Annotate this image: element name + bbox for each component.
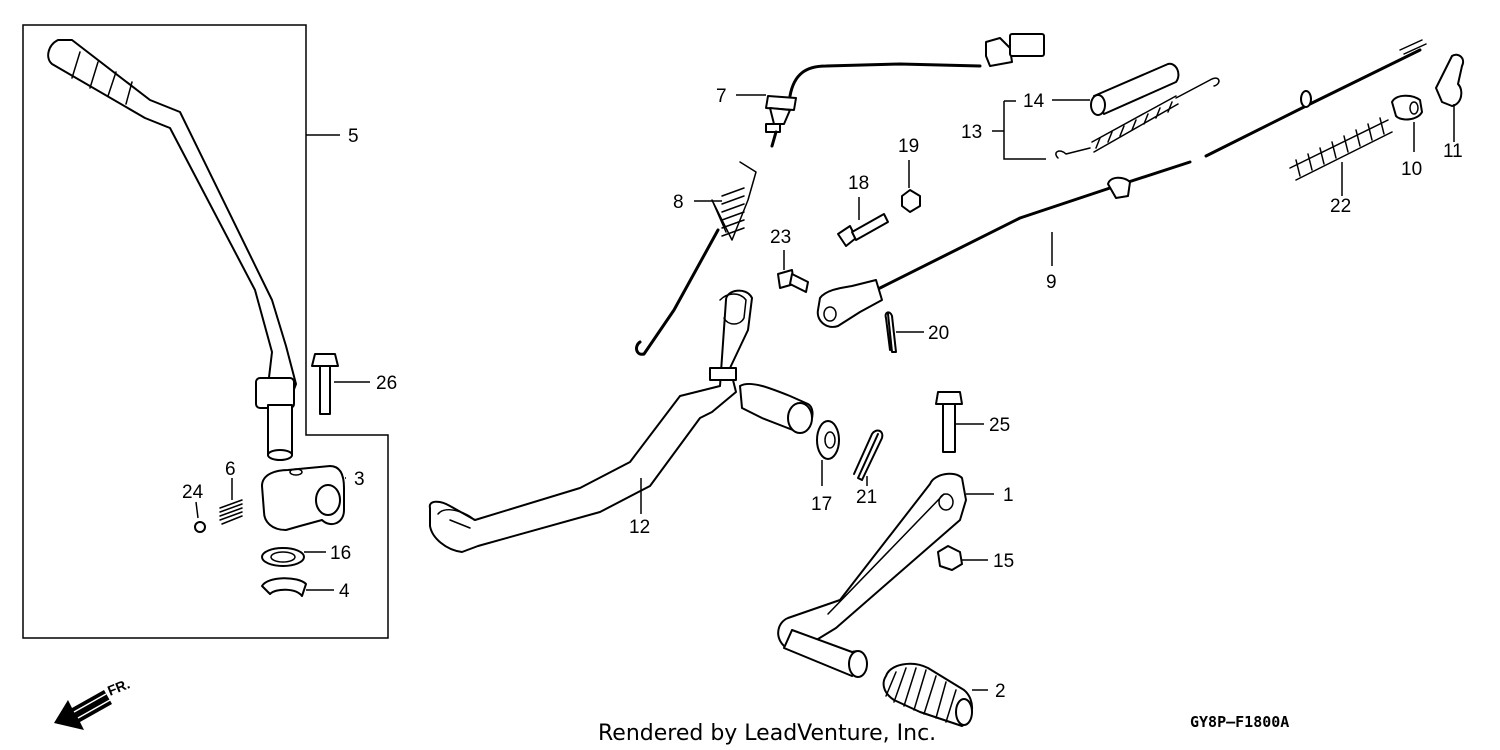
arrow-icon bbox=[54, 690, 112, 730]
part-17-washer[interactable] bbox=[816, 420, 840, 460]
callout-4: 4 bbox=[339, 581, 350, 602]
part-16-washer[interactable] bbox=[261, 547, 305, 567]
part-2-pedal-rubber[interactable] bbox=[882, 662, 973, 727]
part-22-spring[interactable] bbox=[1289, 117, 1393, 181]
callout-13: 13 bbox=[961, 122, 982, 143]
part-23-pin[interactable] bbox=[777, 269, 809, 293]
part-25-bolt[interactable] bbox=[935, 391, 963, 453]
part-19-nut[interactable] bbox=[901, 189, 921, 213]
callout-24: 24 bbox=[182, 482, 204, 503]
callout-7: 7 bbox=[716, 86, 727, 107]
part-14-sleeve[interactable] bbox=[1090, 62, 1180, 116]
part-13-spring[interactable] bbox=[1055, 77, 1220, 159]
front-direction-arrow: FR. bbox=[54, 675, 132, 730]
credit-text: Rendered by LeadVenture, Inc. bbox=[598, 721, 936, 746]
part-10-joint[interactable] bbox=[1391, 94, 1423, 121]
callout-15: 15 bbox=[993, 551, 1014, 572]
part-24-ball[interactable] bbox=[194, 521, 206, 533]
callout-1: 1 bbox=[1003, 485, 1014, 506]
callout-25: 25 bbox=[989, 415, 1010, 436]
part-4-circlip[interactable] bbox=[261, 577, 307, 597]
kickstarter-group-frame bbox=[22, 24, 389, 639]
callout-16: 16 bbox=[330, 543, 351, 564]
callout-18: 18 bbox=[848, 173, 869, 194]
callout-9: 9 bbox=[1046, 272, 1057, 293]
callout-2: 2 bbox=[995, 681, 1006, 702]
callout-11: 11 bbox=[1443, 141, 1463, 162]
callout-17: 17 bbox=[811, 494, 832, 515]
part-5-kick-arm[interactable] bbox=[47, 39, 297, 461]
callout-8: 8 bbox=[673, 192, 684, 213]
part-20-cotter-pin[interactable] bbox=[884, 311, 897, 353]
callout-26: 26 bbox=[376, 373, 397, 394]
callout-20: 20 bbox=[928, 323, 949, 344]
callout-10: 10 bbox=[1401, 159, 1422, 180]
callout-5: 5 bbox=[348, 126, 359, 147]
callout-3: 3 bbox=[354, 469, 365, 490]
part-12-brake-pedal[interactable] bbox=[428, 289, 814, 553]
part-21-cotter-pin[interactable] bbox=[853, 429, 884, 481]
part-1-shift-pedal[interactable] bbox=[777, 472, 967, 678]
part-15-nut[interactable] bbox=[937, 545, 963, 571]
callout-22: 22 bbox=[1330, 196, 1351, 217]
part-8-return-spring[interactable] bbox=[635, 161, 757, 356]
part-26-bolt[interactable] bbox=[311, 353, 339, 415]
callout-12: 12 bbox=[629, 517, 650, 538]
part-7-stop-switch[interactable] bbox=[765, 33, 1045, 148]
callout-14: 14 bbox=[1023, 91, 1045, 112]
leader-lines bbox=[195, 94, 1455, 691]
callout-23: 23 bbox=[770, 227, 791, 248]
part-9-brake-rod[interactable] bbox=[816, 39, 1427, 328]
direction-label: FR. bbox=[105, 675, 132, 698]
part-11-adjusting-nut[interactable] bbox=[1435, 53, 1464, 107]
part-18-bolt[interactable] bbox=[837, 213, 889, 247]
callout-19: 19 bbox=[898, 136, 919, 157]
callout-21: 21 bbox=[856, 487, 877, 508]
diagram-code: GY8P–F1800A bbox=[1190, 713, 1289, 731]
part-3-kick-boss[interactable] bbox=[261, 465, 345, 531]
callout-6: 6 bbox=[225, 459, 236, 480]
part-6-spring[interactable] bbox=[219, 499, 243, 525]
